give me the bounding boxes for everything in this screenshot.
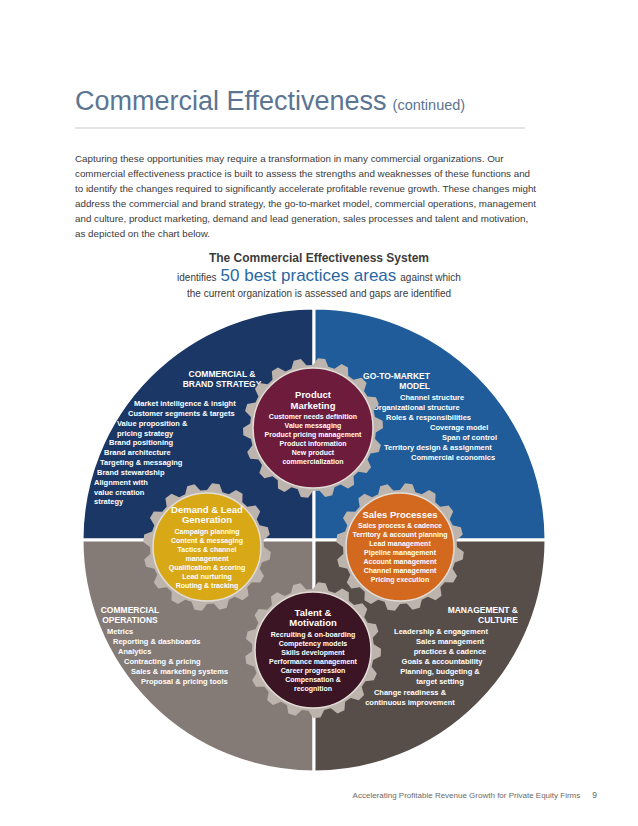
practice-item: Coverage model [430, 423, 630, 433]
footer-text: Accelerating Profitable Revenue Growth f… [353, 791, 581, 800]
practice-item: Alignment with value creation strategy [94, 478, 158, 507]
practice-item: Span of control [442, 433, 638, 443]
quadrant-heading: GO-TO-MARKET MODEL [356, 371, 430, 391]
practice-item: Qualification & scoring [169, 563, 246, 572]
quadrant-fill [314, 540, 546, 772]
practice-item: Organizational structure [373, 403, 573, 413]
practice-item: Change readiness & continuous improvemen… [360, 688, 460, 707]
title-suffix: (continued) [393, 97, 466, 113]
practice-item: Channel management [364, 566, 437, 575]
practice-item: Recruiting & on-boarding [271, 630, 355, 639]
quadrant-heading: COMMERCIAL & BRAND STRATEGY [174, 369, 270, 389]
gear-heading: Sales Processes [362, 510, 437, 521]
gear-heading: Product Marketing [282, 390, 344, 411]
practice-item: Planning, budgeting & target setting [390, 667, 490, 686]
practice-item: Customer needs definition [269, 412, 357, 421]
chart-heading-block: The Commercial Effectiveness System [0, 251, 638, 265]
quadrant-heading: COMMERCIAL OPERATIONS [94, 605, 166, 625]
chart-subheading-row: the current organization is assessed and… [0, 288, 638, 299]
practice-item: Value proposition & pricing strategy [117, 419, 207, 438]
gear-content: Talent & MotivationRecruiting & on-board… [255, 592, 371, 708]
practice-item: Territory & account planning [352, 530, 447, 539]
practice-item: Territory design & assignment [384, 443, 584, 453]
practice-item: Sales management practices & cadence [405, 637, 495, 656]
gear-group [243, 358, 383, 498]
practice-item: Performance management [269, 657, 357, 666]
practice-item: Career progression [281, 666, 346, 675]
gear-node: Demand & Lead GenerationCampaign plannin… [143, 483, 271, 611]
gear-content: Product MarketingCustomer needs definiti… [253, 368, 373, 488]
gear-node: Sales ProcessesSales process & cadenceTe… [336, 483, 464, 611]
practice-item: Lead nurturing [182, 572, 231, 581]
gear-content: Sales ProcessesSales process & cadenceTe… [346, 493, 454, 601]
practice-item: Campaign planning [175, 527, 240, 536]
page-number: 9 [592, 790, 597, 800]
title-rule [75, 128, 525, 129]
subheading-text: against which [400, 272, 461, 283]
quadrant-fill [82, 540, 314, 772]
practice-item: Tactics & channel management [168, 545, 246, 563]
gear-node: Product MarketingCustomer needs definiti… [243, 358, 383, 498]
gear-teeth [243, 358, 383, 498]
intro-paragraph: Capturing these opportunities may requir… [75, 151, 537, 241]
chart-subheading-row: identifies 50 best practices areasagainst… [0, 266, 638, 286]
gear-disc [346, 493, 454, 601]
practice-item: Product pricing management [265, 430, 362, 439]
practice-item: Skills development [281, 648, 344, 657]
subheading-highlight: 50 best practices areas [221, 266, 397, 286]
gear-disc [253, 368, 373, 488]
page-title: Commercial Effectiveness [75, 86, 387, 117]
subheading-text: the current organization is assessed and… [0, 288, 638, 299]
practice-item: Compensation & recognition [278, 675, 348, 693]
gear-heading: Demand & Lead Generation [169, 505, 245, 526]
gear-heading: Talent & Motivation [280, 608, 346, 629]
gear-node: Talent & MotivationRecruiting & on-board… [245, 582, 381, 718]
practice-item: Pricing execution [371, 575, 429, 584]
title-row: Commercial Effectiveness (continued) [75, 86, 465, 117]
practice-item: Sales process & cadence [358, 521, 442, 530]
practice-item: Routing & tracking [176, 581, 239, 590]
gear-disc [153, 493, 261, 601]
practice-item: Value messaging [285, 421, 342, 430]
footer-row: Accelerating Profitable Revenue Growth f… [353, 790, 597, 800]
practice-item: Channel structure [400, 393, 600, 403]
chart-heading: The Commercial Effectiveness System [0, 251, 638, 265]
practice-item: Lead management [369, 539, 430, 548]
quadrant-heading: MANAGEMENT & CULTURE [418, 605, 518, 625]
practice-item: Roles & responsibilities [386, 413, 586, 423]
practice-item: Pipeline management [364, 548, 436, 557]
subheading-text: identifies [177, 272, 216, 283]
gear-content: Demand & Lead GenerationCampaign plannin… [153, 493, 261, 601]
intro-block: Capturing these opportunities may requir… [75, 151, 537, 241]
practice-item: Product information [280, 439, 347, 448]
practice-item: Commercial economics [411, 453, 611, 463]
practice-item: Account management [363, 557, 436, 566]
practice-item: Content & messaging [171, 536, 243, 545]
gear-disc [255, 592, 371, 708]
practice-item: Competency models [279, 639, 347, 648]
practice-item: New product commercialization [278, 448, 348, 466]
